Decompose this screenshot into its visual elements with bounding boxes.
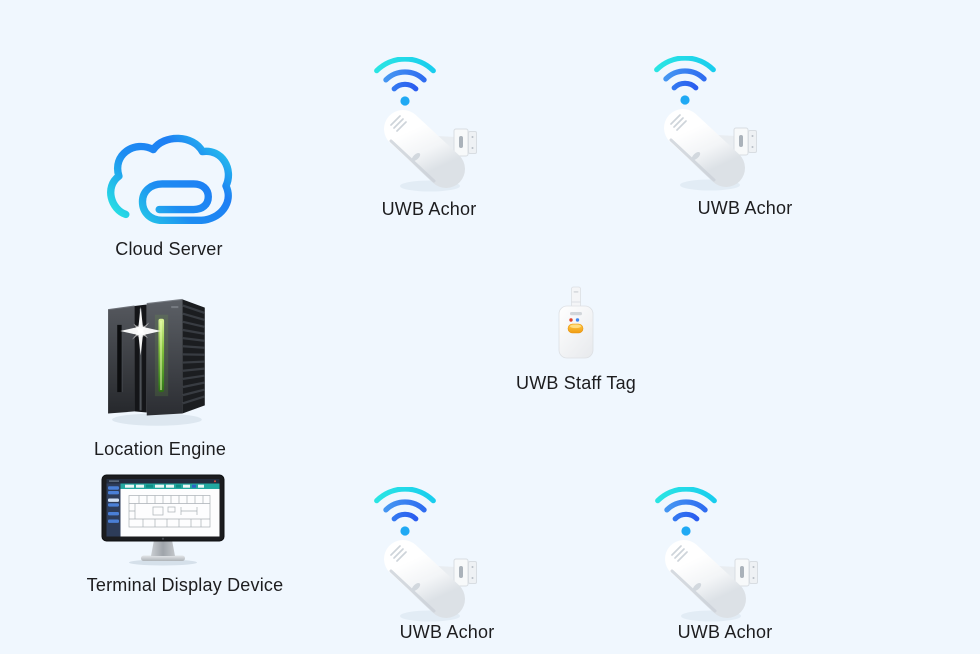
- node-uwb-anchor-top-left: UWB Achor: [354, 57, 504, 229]
- location-engine-label: Location Engine: [93, 439, 227, 459]
- toolbar-buttons: [125, 484, 204, 488]
- monitor-stand: [151, 540, 175, 556]
- sidebar-buttons: [108, 486, 119, 523]
- node-uwb-staff-tag: UWB Staff Tag: [501, 286, 651, 394]
- power-led: [161, 537, 165, 540]
- floor-plan: [128, 495, 211, 528]
- node-uwb-anchor-top-right: UWB Achor: [670, 56, 820, 228]
- uwb-anchor-icon: [631, 487, 781, 637]
- uwb-staff-tag-label: UWB Staff Tag: [516, 373, 636, 393]
- staff-tag-icon: [558, 286, 594, 359]
- cloud-server-label: Cloud Server: [115, 239, 223, 259]
- tag-led-blue: [575, 318, 580, 322]
- node-uwb-anchor-bottom-right: UWB Achor: [650, 487, 800, 654]
- app-title-bar: [106, 479, 220, 484]
- uwb-anchor-label: UWB Achor: [399, 622, 495, 642]
- monitor-icon: [101, 474, 225, 566]
- uwb-anchor-icon: [350, 487, 500, 637]
- tag-led-red: [569, 318, 573, 322]
- app-sidebar: [106, 483, 121, 537]
- app-canvas: [120, 489, 220, 537]
- uwb-anchor-icon: [630, 56, 780, 206]
- server-icon: [108, 298, 205, 426]
- node-cloud-server: Cloud Server: [94, 128, 244, 260]
- node-terminal-display-device: Terminal Display Device: [70, 474, 300, 596]
- monitor-base: [141, 555, 185, 561]
- node-location-engine: Location Engine: [85, 290, 235, 460]
- cloud-icon: [107, 134, 233, 225]
- tag-clip: [571, 286, 581, 309]
- node-uwb-anchor-bottom-left: UWB Achor: [372, 487, 522, 654]
- uwb-anchor-label: UWB Achor: [697, 198, 793, 218]
- uwb-anchor-label: UWB Achor: [677, 622, 773, 642]
- sparkle-icon: [120, 306, 162, 356]
- uwb-anchor-icon: [350, 57, 500, 207]
- terminal-display-device-label: Terminal Display Device: [86, 575, 284, 595]
- uwb-anchor-label: UWB Achor: [381, 199, 477, 219]
